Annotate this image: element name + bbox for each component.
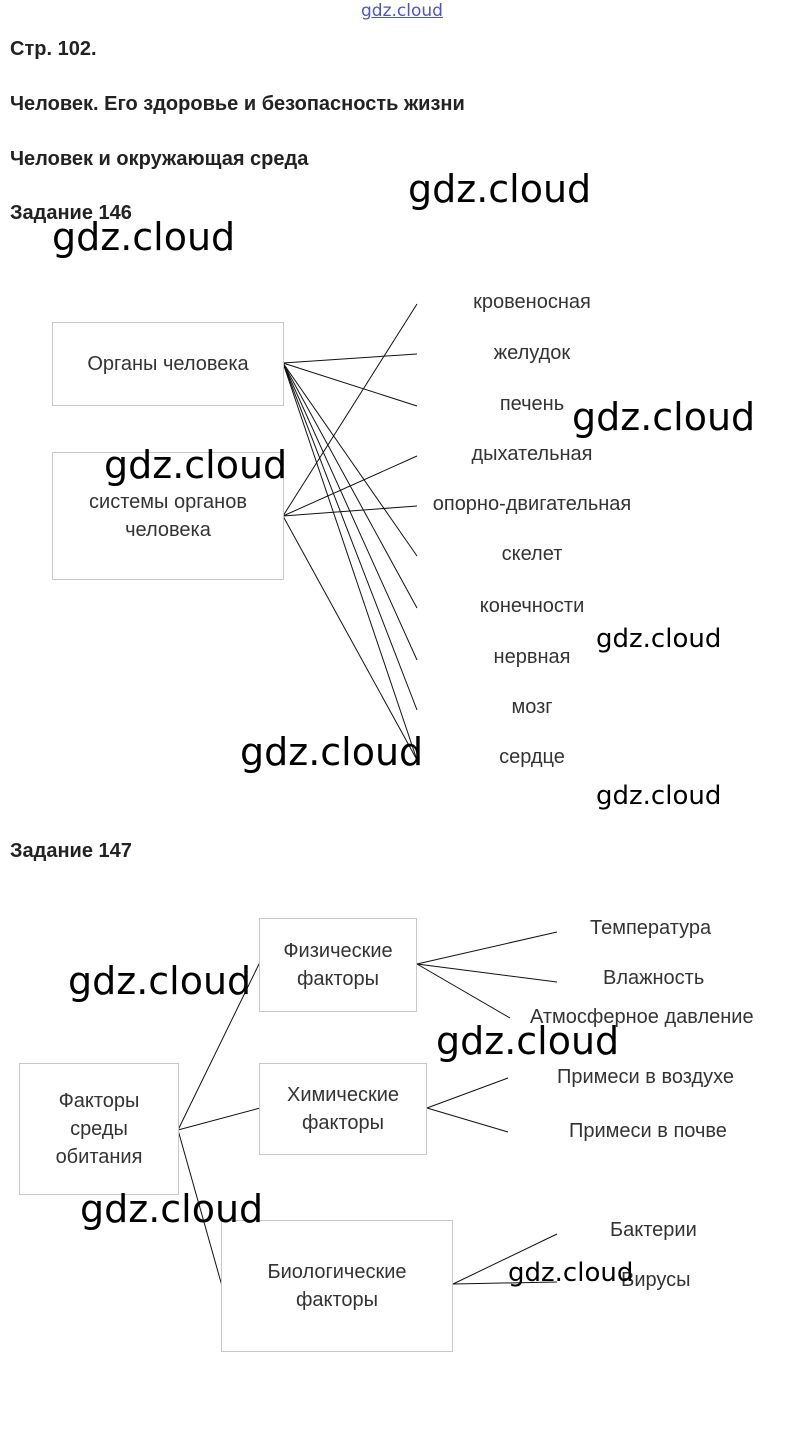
line-organs-mozg (282, 362, 418, 711)
watermark-5: gdz.cloud (596, 624, 722, 654)
line-organs-skelet (282, 362, 418, 557)
line-organs-serdce (282, 362, 418, 761)
box-organs-label: Органы человека (87, 353, 249, 375)
item-primesi-pochva: Примеси в почве (569, 1120, 727, 1142)
line-phys-temp (416, 931, 558, 965)
watermark-top-link[interactable]: gdz.cloud (361, 1, 443, 21)
line-systems-dyhatelnaya (282, 455, 418, 517)
watermark-1: gdz.cloud (408, 167, 592, 211)
item-vlazhnost: Влажность (603, 967, 705, 989)
box-chem-line1: Химические (286, 1084, 400, 1106)
box-root-line2: среды (70, 1118, 128, 1140)
item-atm-davlenie: Атмосферное давление (530, 1006, 754, 1028)
box-systems-line1: системы органов (89, 491, 247, 513)
watermark-2: gdz.cloud (52, 215, 236, 259)
item-serdce: сердце (499, 746, 565, 768)
line-chem-air (426, 1077, 509, 1109)
box-root-line3: обитания (55, 1146, 143, 1168)
line-systems-serdce (282, 515, 418, 761)
box-organs: Органы человека (52, 322, 284, 406)
box-biological-factors: Биологические факторы (221, 1220, 453, 1352)
item-temperatura: Температура (590, 917, 712, 939)
box-bio-line2: факторы (295, 1289, 379, 1311)
line-root-phys (177, 961, 261, 1131)
task147-title: Задание 147 (10, 840, 132, 862)
box-bio-line1: Биологические (267, 1261, 407, 1283)
box-chemical-factors: Химические факторы (259, 1063, 427, 1155)
line-root-chem (177, 1107, 261, 1131)
item-bakterii: Бактерии (610, 1219, 697, 1241)
line-phys-davlenie (416, 963, 511, 1019)
box-phys-line1: Физические (283, 940, 393, 962)
watermark-4: gdz.cloud (104, 443, 288, 487)
line-bio-bakterii (452, 1233, 558, 1285)
watermark-6: gdz.cloud (240, 730, 424, 774)
item-nervnaya: нервная (493, 646, 571, 668)
item-krovenosnaya: кровеносная (473, 291, 591, 313)
item-mozg: мозг (511, 696, 553, 718)
box-physical-factors: Физические факторы (259, 918, 417, 1012)
item-oporno: опорно-двигательная (432, 493, 632, 515)
item-primesi-vozduh: Примеси в воздухе (557, 1066, 735, 1088)
watermark-7: gdz.cloud (596, 781, 722, 811)
box-organ-systems: системы органов человека (52, 452, 284, 580)
line-systems-krovenosnaya (282, 303, 418, 517)
section-heading: Человек. Его здоровье и безопасность жиз… (10, 93, 465, 115)
box-root-line1: Факторы (58, 1090, 140, 1112)
item-zheludok: желудок (493, 342, 571, 364)
watermark-3: gdz.cloud (572, 395, 756, 439)
line-organs-pechen (282, 362, 418, 407)
page-heading: Стр. 102. (10, 38, 97, 60)
task146-title: Задание 146 (10, 202, 132, 224)
item-konechnosti: конечности (479, 595, 585, 617)
watermark-10: gdz.cloud (80, 1187, 264, 1231)
topic-heading: Человек и окружающая среда (10, 148, 309, 170)
watermark-8: gdz.cloud (68, 959, 252, 1003)
line-root-bio (177, 1129, 223, 1287)
line-organs-zheludok (282, 353, 418, 364)
line-chem-soil (426, 1107, 509, 1133)
item-virusy: Вирусы (621, 1269, 691, 1291)
item-skelet: скелет (501, 543, 563, 565)
watermark-11: gdz.cloud (508, 1258, 634, 1288)
item-dyhatelnaya: дыхательная (471, 443, 593, 465)
line-bio-virusy (452, 1281, 558, 1285)
box-phys-line2: факторы (296, 968, 380, 990)
watermark-9: gdz.cloud (436, 1019, 620, 1063)
box-systems-line2: человека (125, 519, 211, 541)
box-chem-line2: факторы (301, 1112, 385, 1134)
line-phys-vlazh (416, 963, 558, 983)
box-habitat-factors: Факторы среды обитания (19, 1063, 179, 1195)
item-pechen: печень (499, 393, 565, 415)
line-systems-oporno (282, 505, 418, 517)
